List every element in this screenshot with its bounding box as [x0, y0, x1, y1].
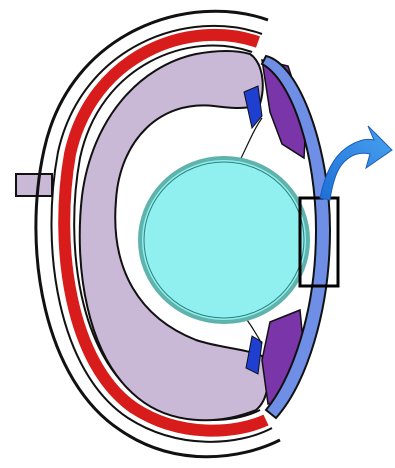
lens [140, 158, 308, 322]
optic-nerve [16, 174, 52, 196]
curved-arrow-icon [320, 126, 392, 200]
